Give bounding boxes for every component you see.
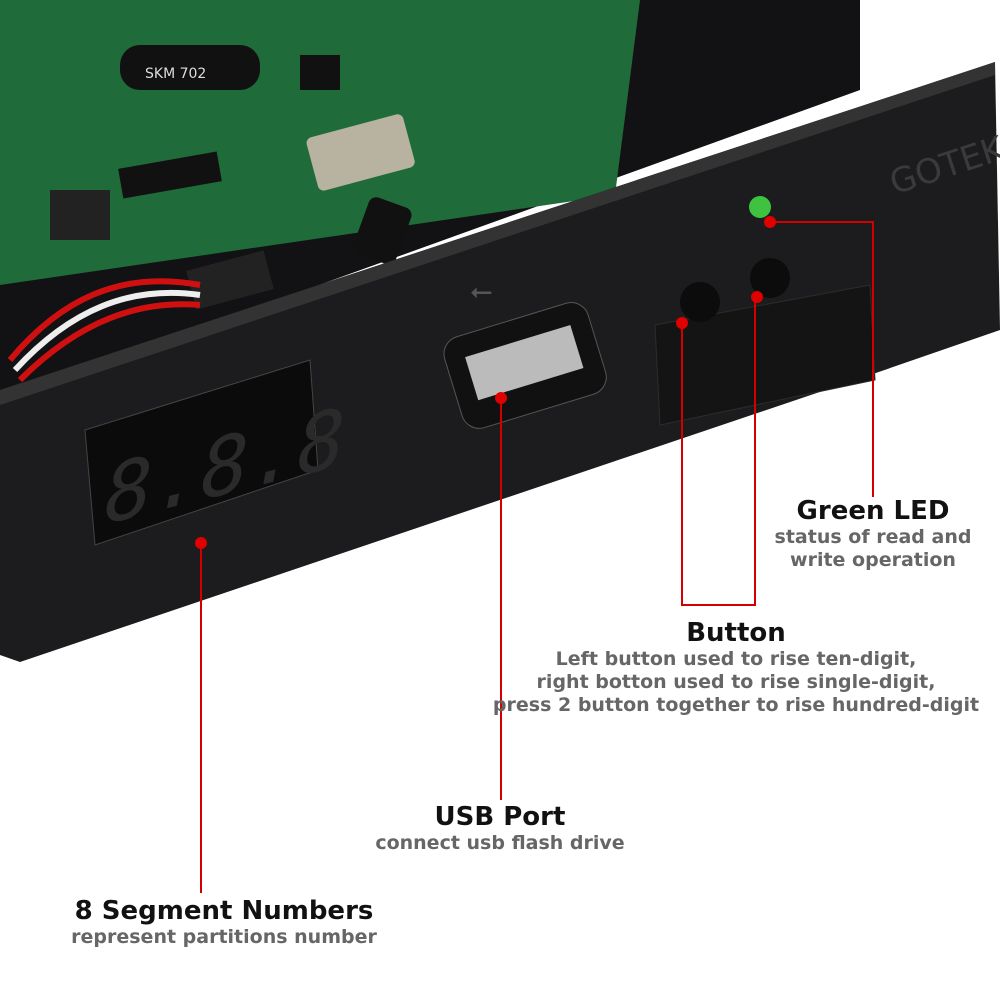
- callout-lines: [200, 221, 874, 893]
- left-button[interactable]: [680, 282, 720, 322]
- card-slot: [654, 284, 876, 426]
- callout-segment-numbers: 8 Segment Numbers represent partitions n…: [71, 896, 377, 948]
- capacitor-label: SKM 702: [145, 66, 206, 82]
- green-led: [749, 196, 771, 218]
- callout-usb-port: USB Port connect usb flash drive: [375, 802, 625, 854]
- callout-button: Button Left button used to rise ten-digi…: [492, 618, 980, 716]
- callout-green-led: Green LED status of read and write opera…: [774, 496, 972, 571]
- pcb-components: SKM 702: [7, 45, 415, 383]
- usb-port[interactable]: ⭠: [440, 274, 611, 433]
- usb-icon: ⭠: [470, 274, 492, 307]
- callout-dots: [195, 216, 776, 549]
- right-button[interactable]: [750, 258, 790, 298]
